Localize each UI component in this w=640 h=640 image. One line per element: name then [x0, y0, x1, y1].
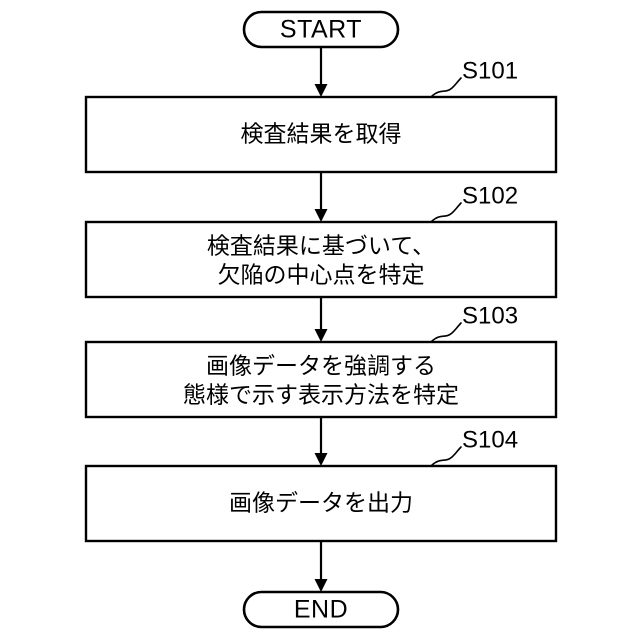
arrowhead-icon — [314, 209, 328, 222]
process-box-s103-line-1: 画像データを強調する — [206, 354, 436, 380]
node-s103: 画像データを強調する 態様で示す表示方法を特定 — [84, 340, 558, 419]
process-box-s102-line-2: 欠陥の中心点を特定 — [218, 263, 425, 289]
leader-line-s101 — [431, 77, 462, 97]
process-box-s104 — [84, 464, 558, 543]
node-end: END — [242, 590, 400, 629]
connector-s102-to-s103 — [314, 297, 328, 342]
arrowhead-icon — [314, 84, 328, 97]
start-terminal-label: START — [280, 16, 362, 44]
process-box-s101 — [84, 95, 558, 174]
step-label-s104-group: S104 — [431, 426, 518, 466]
leader-line-s102 — [431, 202, 462, 222]
step-label-s101: S101 — [462, 57, 518, 84]
process-box-s101-line-1: 検査結果を取得 — [241, 122, 402, 148]
leader-line-s104 — [431, 446, 462, 466]
connector-s101-to-s102 — [314, 172, 328, 222]
step-label-s102: S102 — [462, 182, 518, 209]
process-box-s104-line-1: 画像データを出力 — [229, 491, 413, 517]
step-label-s102-group: S102 — [431, 182, 518, 222]
process-box-s103 — [84, 340, 558, 419]
connector-s104-to-end — [314, 541, 328, 592]
connector-start-to-s101 — [314, 47, 328, 97]
end-terminal-label: END — [294, 596, 348, 624]
arrowhead-icon — [314, 579, 328, 592]
end-terminal-shape — [242, 590, 400, 629]
leader-line-s103 — [431, 322, 462, 342]
node-start: START — [242, 10, 400, 49]
node-s104: 画像データを出力 — [84, 464, 558, 543]
node-s101: 検査結果を取得 — [84, 95, 558, 174]
process-box-s103-line-2: 態様で示す表示方法を特定 — [183, 383, 459, 409]
step-label-s103-group: S103 — [431, 302, 518, 342]
arrowhead-icon — [314, 453, 328, 466]
step-label-s104: S104 — [462, 426, 518, 453]
arrowhead-icon — [314, 329, 328, 342]
step-label-s103: S103 — [462, 302, 518, 329]
step-label-s101-group: S101 — [431, 57, 518, 97]
connector-s103-to-s104 — [314, 417, 328, 466]
process-box-s102-line-1: 検査結果に基づいて、 — [207, 234, 435, 260]
node-s102: 検査結果に基づいて、 欠陥の中心点を特定 — [84, 220, 558, 299]
